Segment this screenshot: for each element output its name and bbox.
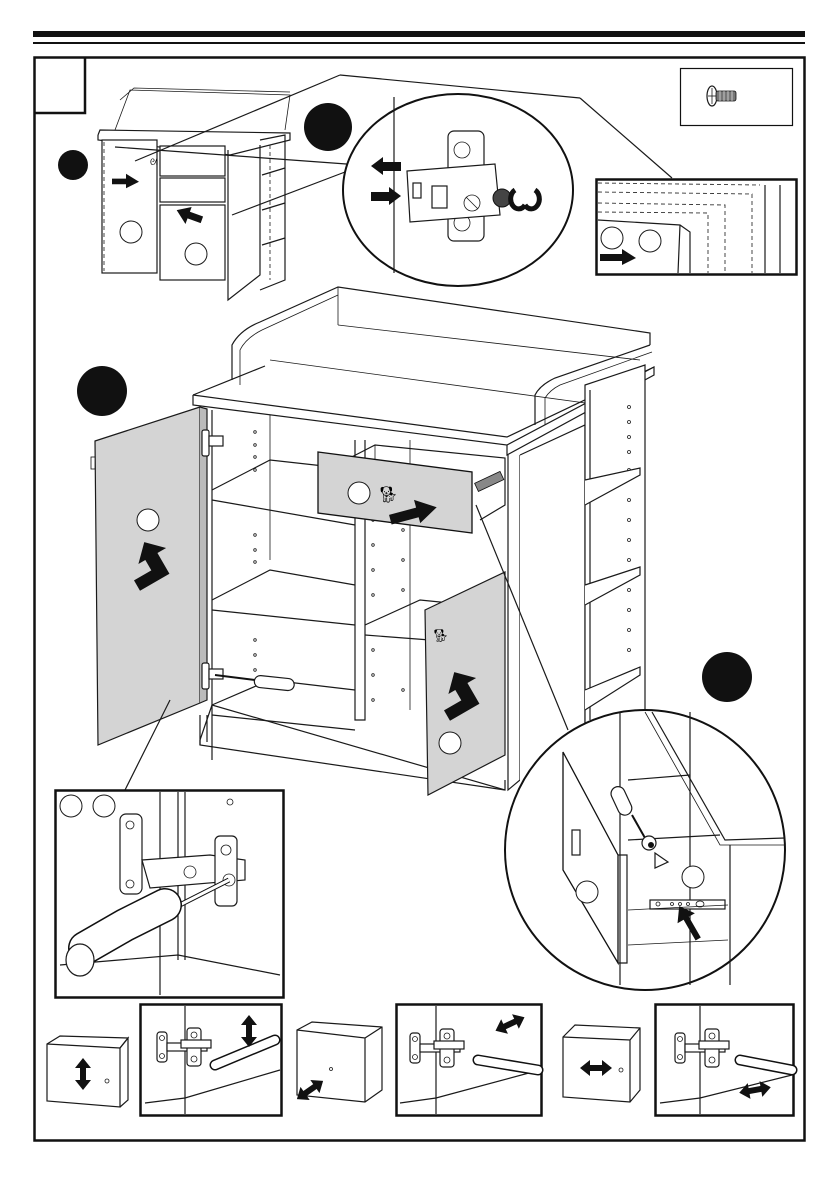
- overview-left-door: [102, 140, 157, 273]
- hinge-depth-adjust-box: [397, 1005, 542, 1116]
- adjust-depth-cube: [292, 1022, 382, 1106]
- adjustment-strip: [47, 1005, 794, 1116]
- screwdriver-icon: [215, 675, 295, 691]
- part-circle: [120, 221, 142, 243]
- part-circle: [601, 227, 623, 249]
- hinge-detail-zoom: [343, 94, 573, 286]
- drawer-runner-detail-zoom: [505, 710, 785, 990]
- part-circle: [576, 881, 598, 903]
- hardware-part-box: [681, 69, 793, 126]
- hinge-side-adjust-box: [656, 1005, 794, 1116]
- dog-handle-icon: 🐕︎: [432, 628, 449, 643]
- step-marker: [304, 103, 352, 151]
- header-thick-rule: [33, 31, 805, 37]
- drawer: 🐕︎: [318, 445, 505, 533]
- part-circle: [93, 795, 115, 817]
- right-door: 🐕︎: [425, 572, 505, 795]
- dog-handle-icon: ᘛ: [150, 157, 158, 167]
- step-number-box: [35, 58, 86, 114]
- part-circle: [639, 230, 661, 252]
- step-marker: [77, 366, 127, 416]
- part-circle: [439, 732, 461, 754]
- part-circle: [137, 509, 159, 531]
- drawer-runner-icon: [475, 471, 504, 491]
- main-cabinet: 🐕︎: [91, 287, 654, 795]
- adjust-side-cube: [563, 1025, 640, 1102]
- adjust-height-cube: [47, 1036, 128, 1107]
- step-marker: [702, 652, 752, 702]
- header-thin-rule: [33, 42, 805, 44]
- part-circle: [185, 243, 207, 265]
- left-door: [91, 406, 223, 748]
- drawer-runner-icon: [650, 900, 725, 909]
- hinge-height-adjust-box: [141, 1005, 282, 1116]
- part-circle: [348, 482, 370, 504]
- hinge-adjust-detail-box: [56, 791, 284, 998]
- dog-handle-icon: [572, 830, 580, 855]
- step-marker: [58, 150, 88, 180]
- part-circle: [60, 795, 82, 817]
- dog-handle-icon: 🐕︎: [378, 486, 398, 504]
- header-rules: [33, 31, 805, 44]
- part-circle: [682, 866, 704, 888]
- edge-detail-box: [597, 180, 797, 275]
